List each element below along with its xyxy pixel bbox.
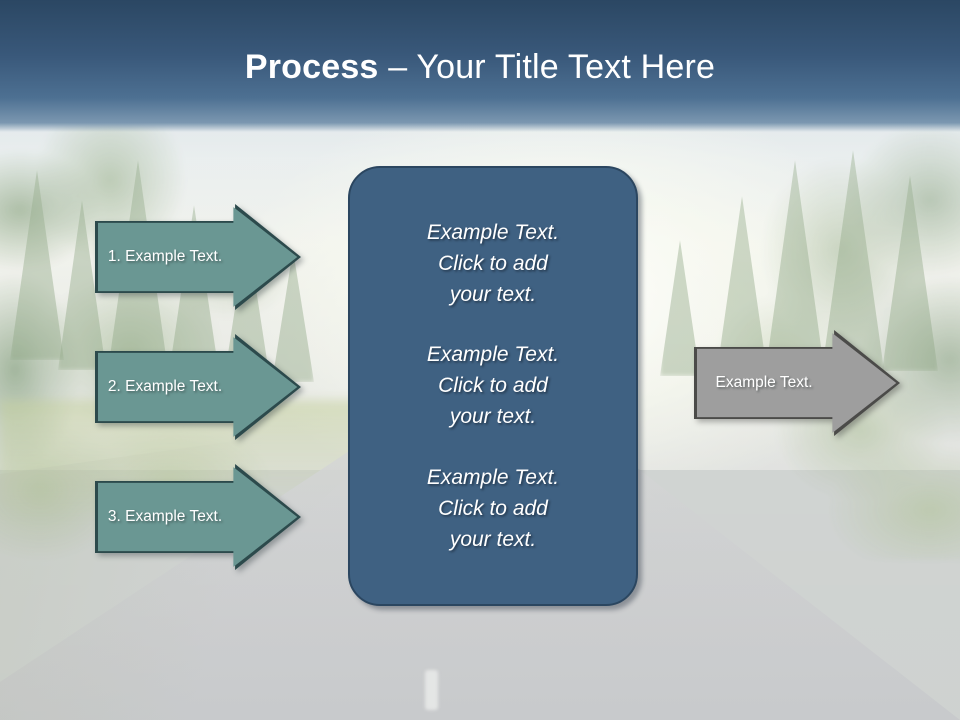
process-arrow-1-label: 1. Example Text. [107,248,223,265]
output-arrow-label: Example Text. [715,374,813,391]
center-panel-block-3: Example Text. Click to add your text. [426,466,560,552]
process-arrow-2[interactable]: 2. Example Text. [95,334,301,440]
center-content-panel[interactable]: Example Text. Click to add your text. Ex… [348,166,638,606]
process-arrow-3-label: 3. Example Text. [107,508,223,525]
page-title: Process – Your Title Text Here [0,46,960,88]
process-arrow-3[interactable]: 3. Example Text. [95,464,301,570]
background-road-marking [425,670,438,710]
output-arrow[interactable]: Example Text. [694,330,900,436]
center-panel-block-1: Example Text. Click to add your text. [426,220,560,306]
process-arrow-2-label: 2. Example Text. [107,378,223,395]
title-band [0,0,960,132]
background-forest-right [630,130,960,560]
page-title-emphasis: Process [244,48,379,86]
center-panel-block-2: Example Text. Click to add your text. [426,343,560,429]
process-arrow-1[interactable]: 1. Example Text. [95,204,301,310]
page-title-remainder: – Your Title Text Here [378,48,716,86]
